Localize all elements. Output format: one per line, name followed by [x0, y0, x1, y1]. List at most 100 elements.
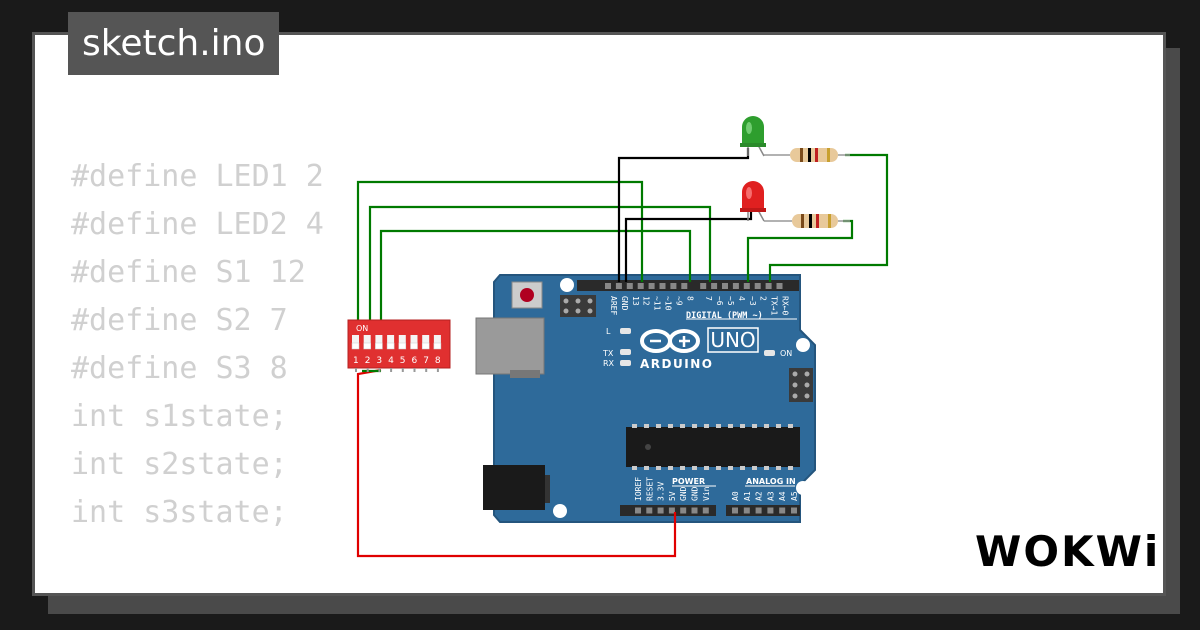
header-pin[interactable] [635, 507, 641, 514]
on-label: ON [780, 349, 792, 358]
header-pin[interactable] [779, 507, 786, 514]
header-pin[interactable] [646, 507, 653, 514]
mounting-hole [553, 504, 567, 518]
wires [356, 148, 889, 558]
code-line: int s1state; [71, 399, 288, 434]
dip-number: 5 [400, 356, 406, 366]
power-header [620, 505, 716, 516]
reset-button-cap [520, 288, 534, 302]
header-pin[interactable] [605, 283, 611, 289]
header-pin[interactable] [668, 507, 675, 514]
header-pin[interactable] [637, 283, 644, 289]
analog-pin-label: A0 [731, 491, 740, 501]
resistor-1[interactable] [764, 148, 850, 162]
wire-led1[interactable] [768, 153, 889, 282]
code-line: void setup() { [71, 585, 324, 593]
power-pin-label: RESET [645, 477, 654, 501]
header-pin[interactable] [791, 507, 797, 514]
code-line: #define LED1 2 [71, 159, 324, 194]
dip-toggle[interactable] [375, 335, 383, 349]
header-pin[interactable] [680, 507, 687, 514]
dip-number: 2 [365, 356, 371, 366]
digital-pin-label: 13 [631, 296, 640, 306]
digital-pin-label: ~6 [715, 296, 724, 306]
header-pin[interactable] [754, 283, 761, 289]
code-line: #define S3 8 [71, 351, 288, 386]
digital-pin-label: AREF [609, 296, 618, 315]
wire-led2[interactable] [746, 219, 854, 282]
header-pin[interactable] [691, 507, 698, 514]
digital-header-label: DIGITAL (PWM ~) [686, 311, 763, 321]
resistor-2[interactable] [764, 214, 850, 228]
header-pin[interactable] [702, 507, 709, 514]
header-pin[interactable] [648, 283, 655, 289]
header-pin[interactable] [626, 283, 633, 289]
power-jack [483, 465, 545, 510]
header-pin[interactable] [615, 283, 622, 289]
dip-number: 1 [353, 356, 359, 366]
mounting-hole [796, 338, 810, 352]
dip-toggle[interactable] [410, 335, 418, 349]
analog-pin-label: A2 [755, 491, 764, 501]
dip-toggle[interactable] [422, 335, 430, 349]
header-pin[interactable] [700, 283, 707, 289]
wire-gnd-led1[interactable] [617, 148, 750, 282]
header-pin[interactable] [670, 283, 677, 289]
power-pin-label: 5V [668, 491, 677, 501]
header-pin[interactable] [711, 283, 718, 289]
digital-pin-label: ~11 [653, 296, 662, 311]
code-line: #define LED2 4 [71, 207, 324, 242]
header-pin[interactable] [722, 283, 728, 289]
header-pin[interactable] [743, 507, 750, 514]
digital-pin-label: 8 [685, 296, 694, 301]
header-pin[interactable] [732, 283, 739, 289]
digital-pin-label: 7 [704, 296, 713, 301]
header-pin[interactable] [681, 283, 688, 289]
wire-5v[interactable] [356, 368, 677, 558]
header-pin[interactable] [767, 507, 774, 514]
header-pin[interactable] [743, 283, 750, 289]
digital-pin-label: 4 [737, 296, 746, 301]
dip-toggle[interactable] [387, 335, 395, 349]
wire-gnd-led2[interactable] [624, 212, 753, 282]
led-label-tx: TX [602, 349, 614, 358]
digital-pin-label: TX→1 [770, 296, 779, 315]
icsp-header [560, 295, 596, 317]
analog-pin-label: A1 [743, 491, 752, 501]
power-pin-label: IOREF [634, 477, 643, 501]
dip-toggle[interactable] [352, 335, 359, 349]
l-led [620, 328, 631, 334]
header-pin[interactable] [776, 283, 783, 289]
wire-s2[interactable] [368, 205, 712, 322]
analog-header-label: ANALOG IN [746, 477, 796, 486]
microcontroller-chip [626, 424, 800, 470]
dip-toggle[interactable] [363, 335, 371, 349]
analog-pin-label: A4 [778, 491, 787, 501]
header-pin[interactable] [659, 283, 666, 289]
power-pin-label: GND [691, 486, 700, 501]
header-pin[interactable] [657, 507, 664, 514]
led-label-rx: RX [603, 359, 615, 368]
dip-toggle[interactable] [398, 335, 406, 349]
dip-toggle[interactable] [433, 335, 441, 349]
header-pin[interactable] [765, 283, 772, 289]
power-header-label: POWER [672, 477, 705, 486]
code-line: int s2state; [71, 447, 288, 482]
wire-s3[interactable] [379, 229, 692, 322]
mounting-hole [560, 278, 574, 292]
file-name-tab[interactable]: sketch.ino [68, 12, 280, 75]
digital-pin-label: ~9 [674, 296, 683, 306]
digital-header-holes [605, 283, 783, 289]
header-pin[interactable] [755, 507, 762, 514]
red-led[interactable] [740, 181, 766, 222]
usb-port [475, 317, 545, 375]
header-pin[interactable] [732, 507, 738, 514]
green-led[interactable] [740, 116, 766, 157]
power-pin-label: 3.3V [657, 482, 666, 501]
